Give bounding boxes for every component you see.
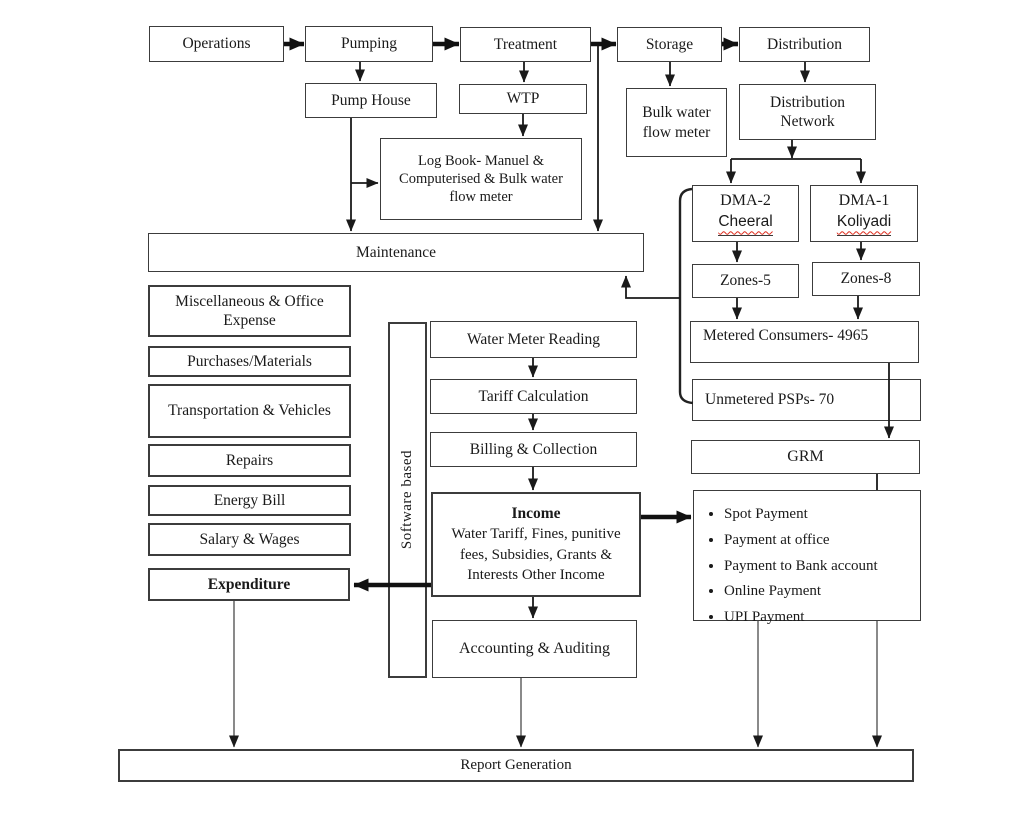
transportation-vehicles-label: Transportation & Vehicles bbox=[168, 402, 331, 420]
node-salary-wages: Salary & Wages bbox=[148, 523, 351, 556]
dma2-subtitle: Cheeral bbox=[718, 211, 773, 236]
node-bulk-meter-label: Bulk water flow meter bbox=[642, 104, 711, 141]
node-wtp-label: WTP bbox=[506, 90, 540, 108]
report-generation-label: Report Generation bbox=[460, 757, 572, 774]
node-pumping: Pumping bbox=[305, 26, 433, 62]
node-distribution-network: Distribution Network bbox=[739, 84, 876, 140]
payment-modes-list: Spot Payment Payment at office Payment t… bbox=[698, 493, 916, 640]
water-meter-reading-label: Water Meter Reading bbox=[466, 330, 601, 348]
node-billing-collection: Billing & Collection bbox=[430, 432, 637, 467]
unmetered-psps-label: Unmetered PSPs- 70 bbox=[705, 391, 835, 409]
metered-consumers-label: Metered Consumers- 4965 bbox=[703, 327, 869, 344]
node-storage-label: Storage bbox=[645, 35, 694, 53]
node-expenditure: Expenditure bbox=[148, 568, 350, 601]
tariff-calculation-label: Tariff Calculation bbox=[478, 387, 589, 405]
payment-item-office: Payment at office bbox=[724, 531, 910, 550]
software-based-label: Software based bbox=[399, 450, 416, 550]
node-operations-label: Operations bbox=[182, 35, 251, 53]
payment-item-online: Online Payment bbox=[724, 582, 910, 601]
grm-label: GRM bbox=[787, 448, 824, 465]
node-repairs: Repairs bbox=[148, 444, 351, 477]
energy-bill-label: Energy Bill bbox=[213, 491, 286, 509]
payment-item-spot: Spot Payment bbox=[724, 505, 910, 524]
payment-item-bank: Payment to Bank account bbox=[724, 557, 910, 576]
node-payment-modes: Spot Payment Payment at office Payment t… bbox=[693, 490, 921, 625]
node-log-book: Log Book- Manuel & Computerised & Bulk w… bbox=[380, 138, 582, 220]
dma1-subtitle: Koliyadi bbox=[836, 211, 892, 236]
node-bulk-water-flow-meter: Bulk water flow meter bbox=[626, 88, 727, 157]
zones-5-label: Zones-5 bbox=[720, 272, 771, 290]
node-maintenance-label: Maintenance bbox=[355, 243, 437, 261]
node-pump-house-label: Pump House bbox=[331, 91, 411, 109]
node-dist-network-label: Distribution Network bbox=[770, 93, 845, 130]
node-storage: Storage bbox=[617, 27, 722, 62]
node-energy-bill: Energy Bill bbox=[148, 485, 351, 516]
node-dma1: DMA-1 Koliyadi bbox=[810, 185, 918, 242]
node-unmetered-psps: Unmetered PSPs- 70 bbox=[692, 379, 921, 421]
payment-item-upi: UPI Payment bbox=[724, 608, 910, 627]
expenditure-label: Expenditure bbox=[207, 575, 291, 593]
node-zones-5: Zones-5 bbox=[692, 264, 799, 298]
node-zones-8: Zones-8 bbox=[812, 262, 920, 296]
node-operations: Operations bbox=[149, 26, 284, 62]
billing-collection-label: Billing & Collection bbox=[469, 440, 598, 458]
node-accounting-auditing: Accounting & Auditing bbox=[432, 620, 637, 678]
node-distribution-label: Distribution bbox=[767, 35, 842, 53]
node-wtp: WTP bbox=[459, 84, 587, 114]
node-software-based: Software based bbox=[388, 322, 427, 678]
node-grm: GRM bbox=[691, 440, 920, 474]
dma1-title: DMA-1 bbox=[838, 192, 890, 210]
node-log-book-label: Log Book- Manuel & Computerised & Bulk w… bbox=[399, 152, 563, 206]
node-treatment: Treatment bbox=[460, 27, 591, 62]
node-pump-house: Pump House bbox=[305, 83, 437, 118]
node-report-generation: Report Generation bbox=[118, 749, 914, 782]
salary-wages-label: Salary & Wages bbox=[199, 530, 300, 548]
purchases-materials-label: Purchases/Materials bbox=[187, 352, 312, 370]
node-transportation-vehicles: Transportation & Vehicles bbox=[148, 384, 351, 438]
node-dma2: DMA-2 Cheeral bbox=[692, 185, 799, 242]
repairs-label: Repairs bbox=[225, 451, 274, 469]
node-metered-consumers: Metered Consumers- 4965 bbox=[690, 321, 919, 363]
zones-8-label: Zones-8 bbox=[840, 270, 892, 288]
node-treatment-label: Treatment bbox=[493, 35, 558, 53]
dma2-title: DMA-2 bbox=[720, 192, 771, 210]
node-pumping-label: Pumping bbox=[341, 35, 397, 53]
misc-office-expense-label: Miscellaneous & Office Expense bbox=[175, 292, 324, 329]
node-water-meter-reading: Water Meter Reading bbox=[430, 321, 637, 358]
node-misc-office-expense: Miscellaneous & Office Expense bbox=[148, 285, 351, 337]
node-tariff-calculation: Tariff Calculation bbox=[430, 379, 637, 414]
income-body: Water Tariff, Fines, punitive fees, Subs… bbox=[451, 526, 621, 583]
income-title: Income bbox=[511, 504, 561, 522]
node-purchases-materials: Purchases/Materials bbox=[148, 346, 351, 377]
accounting-auditing-label: Accounting & Auditing bbox=[458, 640, 611, 657]
node-maintenance: Maintenance bbox=[148, 233, 644, 272]
node-income: Income Water Tariff, Fines, punitive fee… bbox=[431, 492, 641, 597]
node-distribution: Distribution bbox=[739, 27, 870, 62]
